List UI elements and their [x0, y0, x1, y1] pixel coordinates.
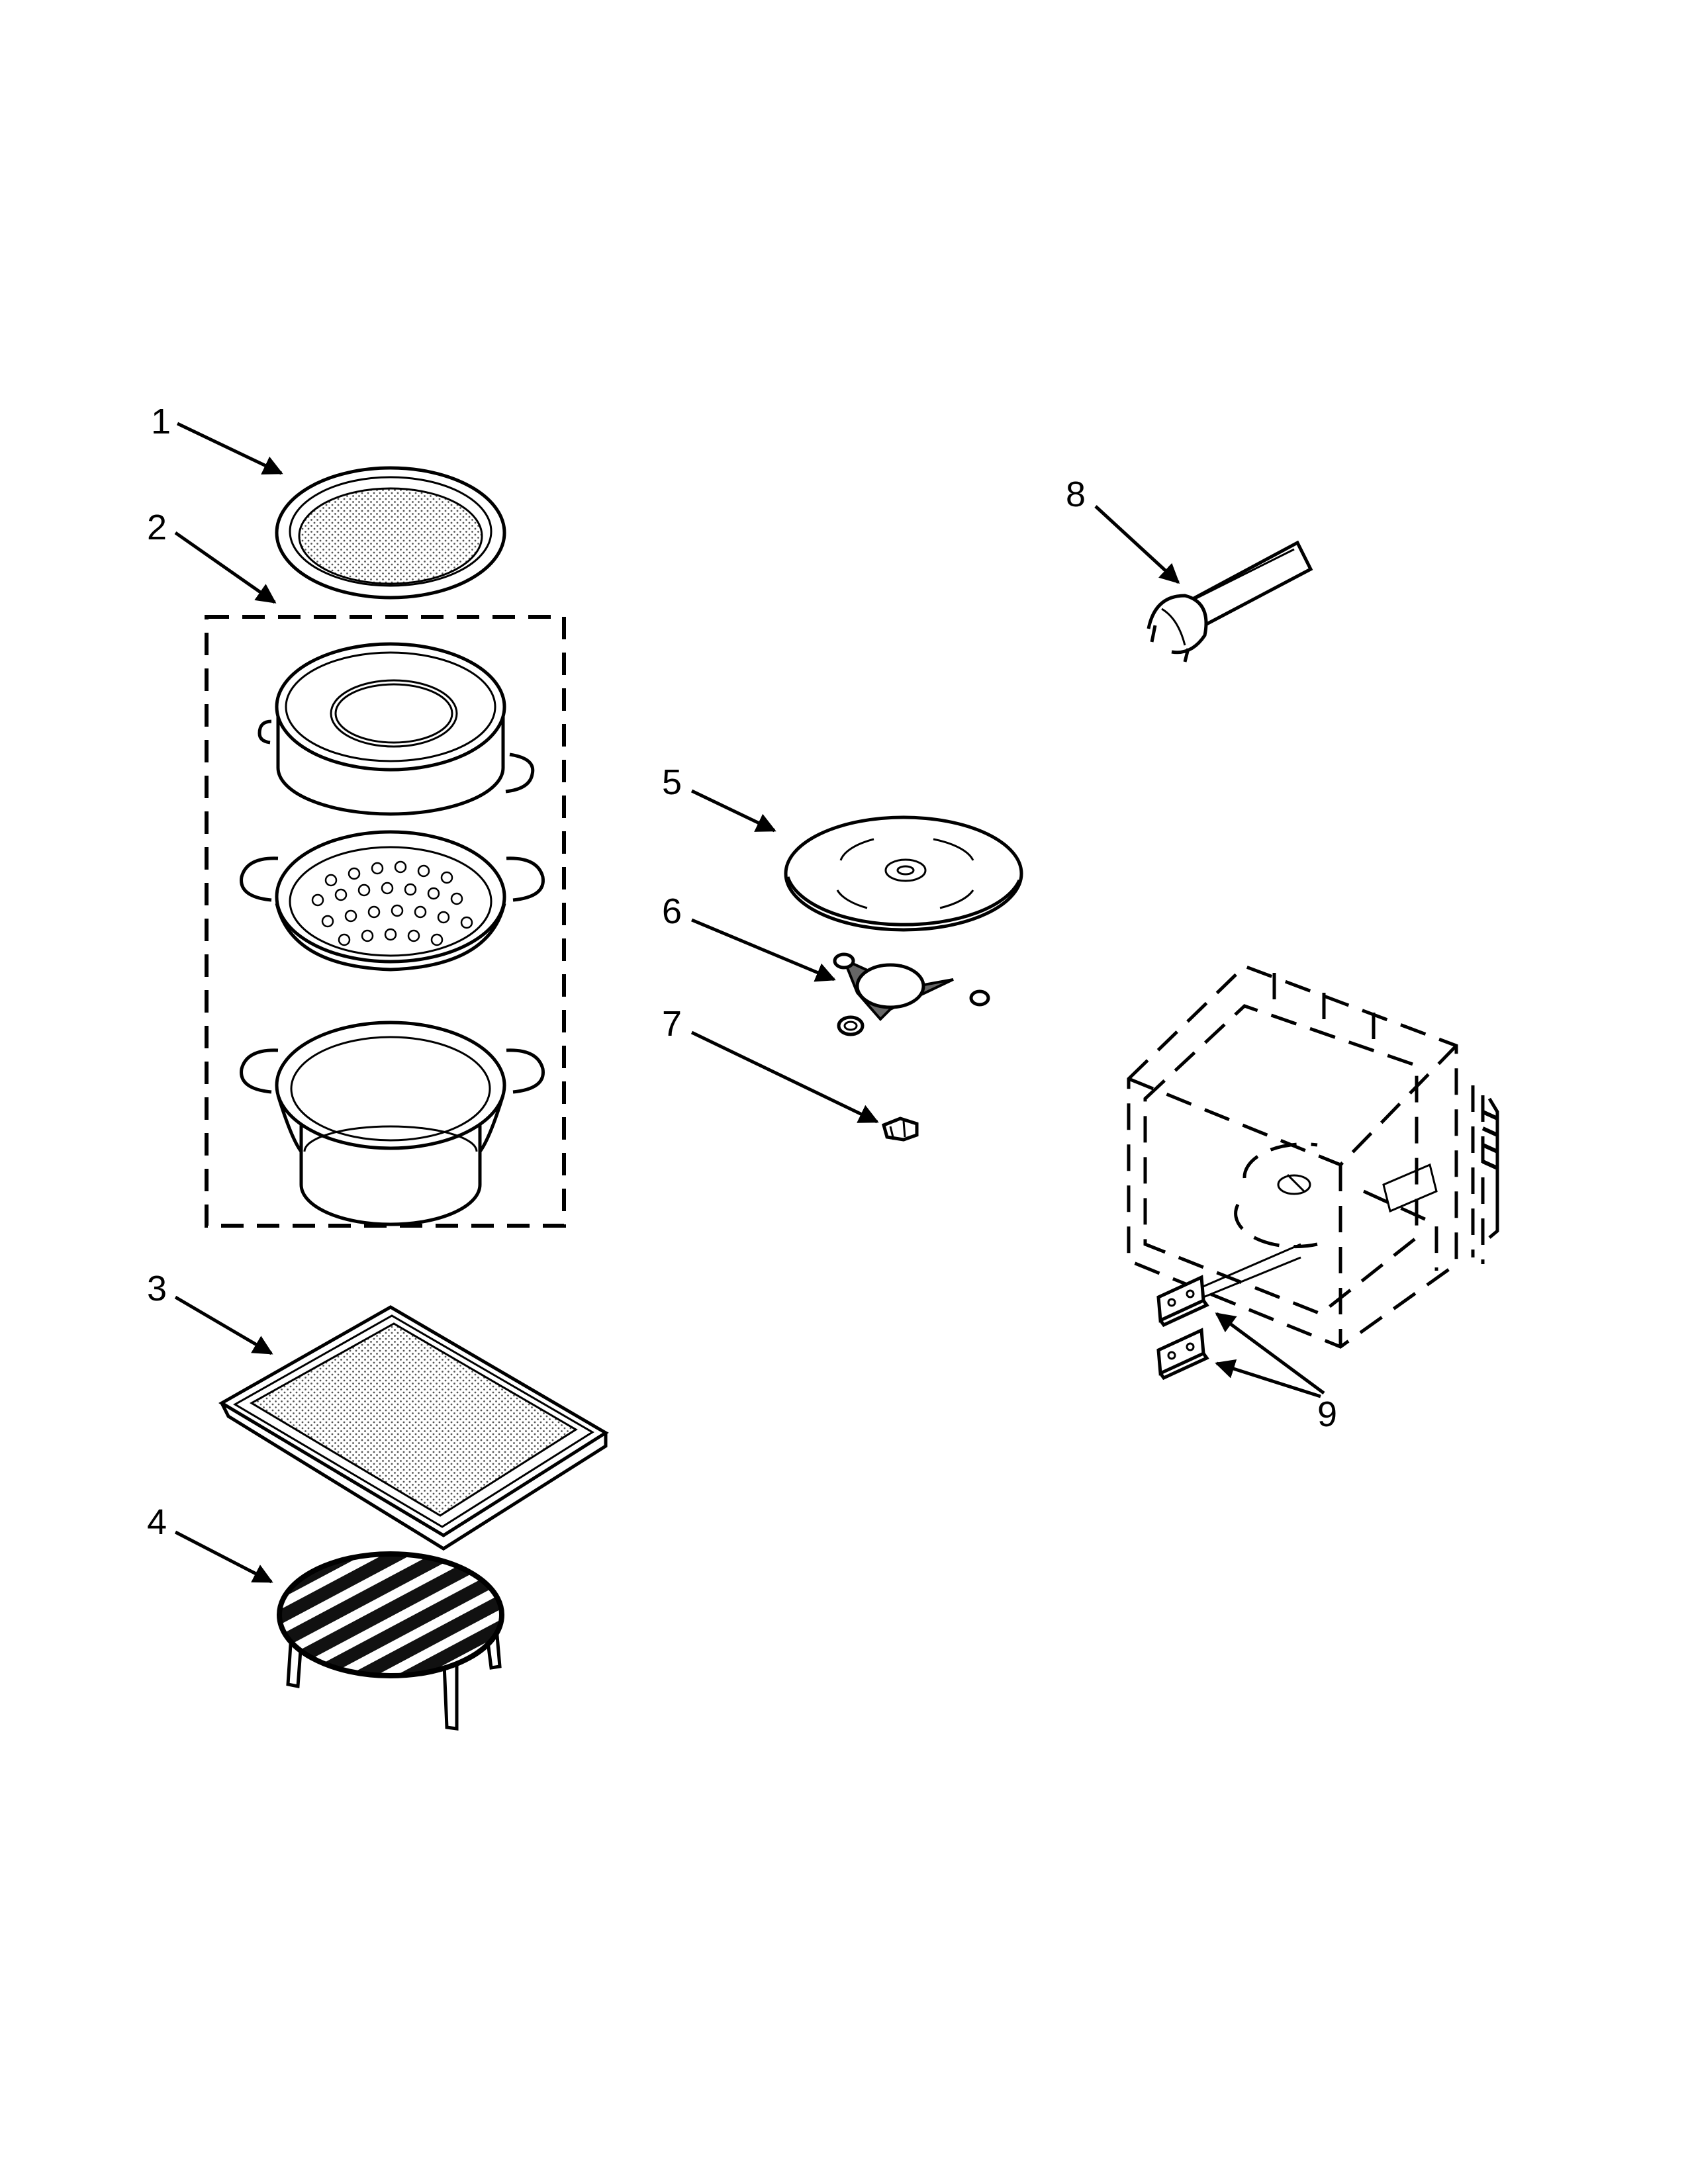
- wire-rack-icon: [277, 1551, 504, 1731]
- callout-3: 3: [147, 1269, 273, 1355]
- callout-2: 2: [147, 508, 277, 604]
- leader-arrow-8: [1094, 505, 1180, 584]
- callout-number-1: 1: [151, 402, 171, 441]
- leader-arrow-9b: [1215, 1359, 1321, 1398]
- callout-number-5: 5: [662, 762, 682, 802]
- turntable-support-icon: [833, 952, 990, 1036]
- leader-arrow-1: [176, 422, 283, 475]
- crisper-plate-icon: [275, 466, 506, 600]
- callout-5: 5: [662, 762, 776, 833]
- callout-8: 8: [1066, 475, 1180, 584]
- callout-number-8: 8: [1066, 475, 1086, 514]
- leader-arrow-5: [690, 789, 776, 833]
- callout-number-7: 7: [662, 1004, 682, 1044]
- mounting-bracket-icon: [1156, 1243, 1301, 1381]
- callout-number-9: 9: [1317, 1394, 1337, 1434]
- handle-icon: [1147, 540, 1313, 662]
- callout-number-3: 3: [147, 1269, 167, 1308]
- leader-arrow-3: [174, 1295, 273, 1355]
- callout-1: 1: [151, 402, 283, 475]
- steamer-perforated-insert: [240, 830, 545, 972]
- perforation-holes: [311, 860, 473, 946]
- leader-arrow-6: [691, 918, 836, 982]
- callout-number-4: 4: [147, 1502, 167, 1542]
- callout-number-2: 2: [147, 508, 167, 547]
- microwave-cavity-icon: [1127, 964, 1499, 1349]
- steamer-base-pot: [240, 1021, 545, 1226]
- steamer-set-icon: [240, 642, 545, 1226]
- leader-arrow-9a: [1215, 1312, 1325, 1395]
- baking-tray-icon: [218, 1305, 609, 1551]
- leader-arrow-4: [174, 1530, 273, 1584]
- bracket-upper: [1156, 1243, 1301, 1328]
- callout-4: 4: [147, 1502, 273, 1584]
- turntable-glass-tray-icon: [784, 815, 1023, 932]
- coupler-icon: [881, 1116, 919, 1142]
- callout-6: 6: [662, 891, 836, 982]
- callout-9: 9: [1215, 1312, 1337, 1434]
- callout-7: 7: [662, 1004, 879, 1124]
- steamer-lid: [258, 642, 535, 816]
- leader-arrow-7: [690, 1030, 879, 1124]
- leader-arrow-2: [174, 531, 277, 604]
- bracket-lower: [1156, 1328, 1209, 1381]
- callout-number-6: 6: [662, 891, 682, 931]
